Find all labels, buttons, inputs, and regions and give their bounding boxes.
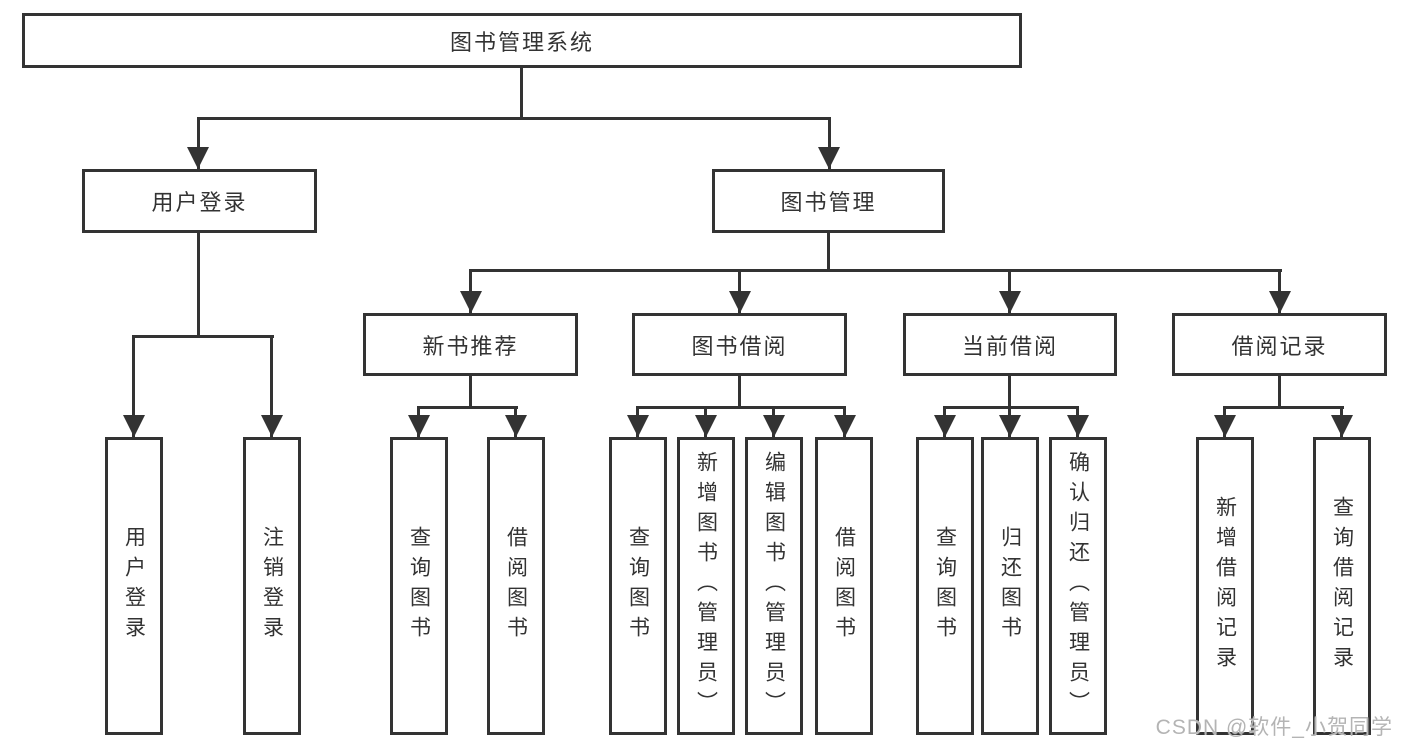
leaf-user-login-label: 用户登录: [122, 526, 146, 646]
arrow-down-icon: [408, 415, 430, 437]
leaf-query-books-recommend: 查询图书: [390, 437, 448, 735]
leaf-add-book-admin-label: 新增图书（管理员）: [694, 451, 718, 721]
arrow-down-icon: [1067, 415, 1089, 437]
connector-line: [1008, 376, 1011, 408]
node-current-borrow: 当前借阅: [903, 313, 1117, 376]
connector-line: [133, 335, 274, 338]
node-root-label: 图书管理系统: [449, 29, 594, 55]
node-book-management-label: 图书管理: [780, 190, 877, 215]
leaf-edit-book-admin-label: 编辑图书（管理员）: [762, 451, 786, 721]
leaf-logout-label: 注销登录: [260, 526, 284, 646]
leaf-query-books-current: 查询图书: [916, 437, 974, 735]
node-root: 图书管理系统: [22, 13, 1022, 68]
node-book-management: 图书管理: [712, 169, 945, 233]
arrow-down-icon: [505, 415, 527, 437]
arrow-down-icon: [1331, 415, 1353, 437]
node-new-book-recommend: 新书推荐: [363, 313, 578, 376]
leaf-return-book-label: 归还图书: [998, 526, 1022, 646]
connector-line: [270, 335, 273, 437]
arrow-down-icon: [187, 147, 209, 169]
arrow-down-icon: [123, 415, 145, 437]
node-borrow-records: 借阅记录: [1172, 313, 1387, 376]
connector-line: [738, 376, 741, 408]
arrow-down-icon: [818, 147, 840, 169]
leaf-logout: 注销登录: [243, 437, 301, 735]
connector-line: [828, 117, 831, 169]
connector-line: [637, 406, 846, 409]
node-book-borrow: 图书借阅: [632, 313, 847, 376]
node-current-borrow-label: 当前借阅: [961, 333, 1058, 359]
connector-line: [197, 117, 200, 169]
connector-line: [469, 376, 472, 408]
leaf-borrow-books-borrow: 借阅图书: [815, 437, 873, 735]
leaf-borrow-books-recommend: 借阅图书: [487, 437, 545, 735]
connector-line: [132, 335, 135, 437]
leaf-query-books-borrow: 查询图书: [609, 437, 667, 735]
node-borrow-records-label: 借阅记录: [1231, 333, 1328, 359]
arrow-down-icon: [999, 415, 1021, 437]
arrow-down-icon: [695, 415, 717, 437]
connector-line: [520, 68, 523, 119]
node-user-login-label: 用户登录: [151, 190, 248, 215]
node-user-login: 用户登录: [82, 169, 317, 233]
leaf-user-login: 用户登录: [105, 437, 163, 735]
arrow-down-icon: [460, 291, 482, 313]
leaf-query-books-recommend-label: 查询图书: [407, 526, 431, 646]
connector-line: [827, 233, 830, 272]
leaf-confirm-return-admin: 确认归还（管理员）: [1049, 437, 1107, 735]
arrow-down-icon: [934, 415, 956, 437]
leaf-add-book-admin: 新增图书（管理员）: [677, 437, 735, 735]
leaf-return-book: 归还图书: [981, 437, 1039, 735]
connector-line: [469, 269, 1282, 272]
arrow-down-icon: [763, 415, 785, 437]
connector-line: [1278, 376, 1281, 408]
leaf-add-borrow-record-label: 新增借阅记录: [1213, 496, 1237, 676]
connector-line: [197, 233, 200, 337]
arrow-down-icon: [261, 415, 283, 437]
leaf-borrow-books-borrow-label: 借阅图书: [832, 526, 856, 646]
connector-line: [418, 406, 518, 409]
node-book-borrow-label: 图书借阅: [691, 333, 788, 359]
arrow-down-icon: [1214, 415, 1236, 437]
arrow-down-icon: [834, 415, 856, 437]
connector-line: [944, 406, 1078, 409]
leaf-edit-book-admin: 编辑图书（管理员）: [745, 437, 803, 735]
watermark-text: CSDN @软件_小贺同学: [1155, 716, 1393, 739]
leaf-query-books-current-label: 查询图书: [933, 526, 957, 646]
arrow-down-icon: [999, 291, 1021, 313]
connector-line: [1224, 406, 1344, 409]
arrow-down-icon: [729, 291, 751, 313]
leaf-add-borrow-record: 新增借阅记录: [1196, 437, 1254, 735]
leaf-query-borrow-record: 查询借阅记录: [1313, 437, 1371, 735]
leaf-query-borrow-record-label: 查询借阅记录: [1330, 496, 1354, 676]
leaf-confirm-return-admin-label: 确认归还（管理员）: [1066, 451, 1090, 721]
connector-line: [197, 117, 831, 120]
node-new-book-recommend-label: 新书推荐: [422, 333, 519, 359]
arrow-down-icon: [627, 415, 649, 437]
leaf-borrow-books-recommend-label: 借阅图书: [504, 526, 528, 646]
arrow-down-icon: [1269, 291, 1291, 313]
leaf-query-books-borrow-label: 查询图书: [626, 526, 650, 646]
